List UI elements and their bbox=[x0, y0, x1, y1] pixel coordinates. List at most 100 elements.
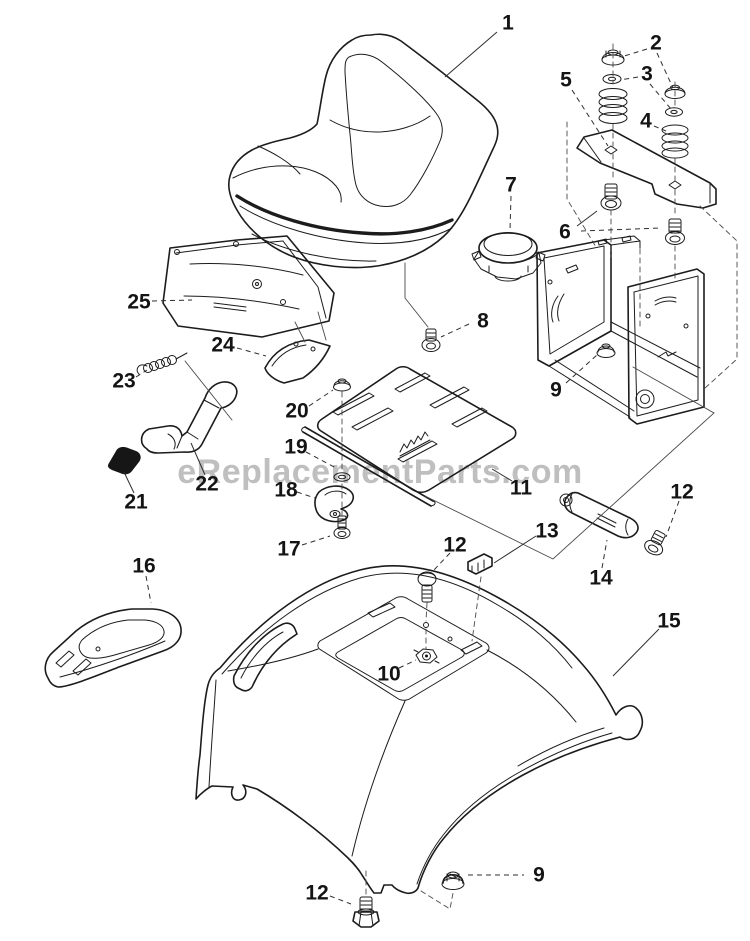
leader-line bbox=[665, 500, 680, 538]
part-3-washer-left bbox=[602, 74, 622, 84]
part-label-1: 1 bbox=[502, 12, 514, 35]
leader-line bbox=[151, 299, 193, 302]
callout-part-21: 21 bbox=[123, 471, 148, 514]
callout-part-22: 22 bbox=[190, 442, 219, 496]
leader-line bbox=[135, 369, 148, 378]
part-1-seat bbox=[228, 33, 499, 269]
part-label-22: 22 bbox=[195, 473, 218, 496]
callout-part-12: 12 bbox=[305, 882, 352, 905]
leader-line bbox=[236, 347, 267, 357]
part-label-8: 8 bbox=[477, 310, 489, 333]
part-9-nut-bottom bbox=[441, 871, 465, 890]
part-19-rod bbox=[301, 426, 436, 507]
callout-part-15: 15 bbox=[612, 610, 681, 677]
part-label-19: 19 bbox=[284, 436, 307, 459]
callout-part-4: 4 bbox=[640, 110, 667, 133]
callout-part-10: 10 bbox=[377, 659, 417, 686]
part-label-9: 9 bbox=[550, 379, 562, 402]
leader-line bbox=[571, 89, 609, 147]
callout-part-2: 2 bbox=[620, 32, 674, 89]
part-22-lever bbox=[140, 381, 238, 454]
part-label-12: 12 bbox=[443, 534, 466, 557]
part-9-nut-on-box bbox=[596, 343, 616, 358]
leader-line bbox=[145, 575, 152, 604]
leader-line bbox=[612, 628, 660, 677]
part-label-13: 13 bbox=[535, 520, 558, 543]
callout-part-19: 19 bbox=[284, 436, 337, 469]
part-11-adjuster-plate bbox=[316, 365, 517, 494]
part-label-20: 20 bbox=[285, 400, 308, 423]
leader-line bbox=[444, 31, 498, 78]
leader-line bbox=[301, 535, 331, 546]
part-label-14: 14 bbox=[589, 567, 613, 590]
part-label-2: 2 bbox=[650, 32, 662, 55]
leader-line bbox=[398, 659, 417, 669]
part-label-10: 10 bbox=[377, 663, 400, 686]
callout-part-3: 3 bbox=[619, 63, 672, 110]
part-14-link bbox=[559, 491, 639, 539]
part-18-washer bbox=[333, 472, 351, 482]
callout-part-11: 11 bbox=[491, 468, 532, 500]
leader-line bbox=[305, 451, 337, 469]
leader-line bbox=[649, 83, 672, 110]
part-label-25: 25 bbox=[127, 291, 151, 314]
part-label-15: 15 bbox=[657, 610, 681, 633]
part-6-screw-right bbox=[665, 218, 685, 245]
part-label-18: 18 bbox=[274, 479, 298, 502]
part-8-screw bbox=[421, 328, 441, 352]
leader-line bbox=[509, 195, 512, 231]
watermark-text: eReplacementParts.com bbox=[177, 453, 582, 491]
part-18-clamp bbox=[314, 485, 355, 523]
part-24-bracket bbox=[264, 339, 331, 384]
part-4-spring-left bbox=[598, 88, 628, 124]
callout-part-5: 5 bbox=[560, 69, 609, 147]
part-20-nut bbox=[333, 378, 351, 392]
leader-line bbox=[565, 354, 598, 384]
leader-line bbox=[296, 491, 316, 499]
part-7-cap bbox=[471, 232, 546, 282]
leader-line bbox=[601, 539, 608, 569]
part-23-spring bbox=[136, 352, 188, 375]
part-15-fender bbox=[195, 565, 644, 895]
part-12-screw-right bbox=[644, 529, 666, 556]
leader-line bbox=[308, 389, 334, 407]
part-label-3: 3 bbox=[641, 63, 653, 86]
callout-part-18: 18 bbox=[274, 479, 316, 502]
part-label-16: 16 bbox=[132, 555, 155, 578]
callout-part-16: 16 bbox=[132, 555, 156, 604]
callout-part-20: 20 bbox=[285, 389, 334, 423]
part-25-seat-pan bbox=[162, 235, 335, 338]
callout-part-7: 7 bbox=[505, 174, 517, 231]
part-17-screw bbox=[333, 515, 351, 539]
leader-line bbox=[576, 210, 598, 227]
leader-line bbox=[491, 468, 513, 482]
callout-part-13: 13 bbox=[493, 520, 559, 564]
part-12-screw-bottom bbox=[352, 896, 380, 928]
callout-part-17: 17 bbox=[277, 535, 331, 561]
leader-line bbox=[620, 48, 648, 58]
leader-line bbox=[329, 895, 352, 905]
part-3-washer-right bbox=[665, 107, 683, 117]
part-label-5: 5 bbox=[560, 69, 572, 92]
leader-line bbox=[493, 535, 537, 564]
part-16-console bbox=[44, 608, 182, 688]
callout-part-23: 23 bbox=[112, 369, 148, 393]
part-21-pad bbox=[108, 447, 141, 475]
part-label-17: 17 bbox=[277, 538, 300, 561]
leader-line bbox=[440, 323, 470, 338]
part-label-4: 4 bbox=[640, 110, 652, 133]
callout-part-6: 6 bbox=[559, 210, 662, 244]
part-10-nut bbox=[413, 648, 440, 664]
callout-part-14: 14 bbox=[589, 539, 613, 590]
callout-part-1: 1 bbox=[444, 12, 514, 78]
leader-line bbox=[190, 442, 206, 476]
part-label-7: 7 bbox=[505, 174, 517, 197]
leader-line bbox=[619, 76, 639, 81]
callout-part-9: 9 bbox=[468, 864, 545, 887]
callout-part-25: 25 bbox=[127, 291, 193, 314]
leader-line bbox=[432, 552, 451, 572]
leader-line bbox=[653, 125, 667, 132]
part-label-9: 9 bbox=[533, 864, 545, 887]
